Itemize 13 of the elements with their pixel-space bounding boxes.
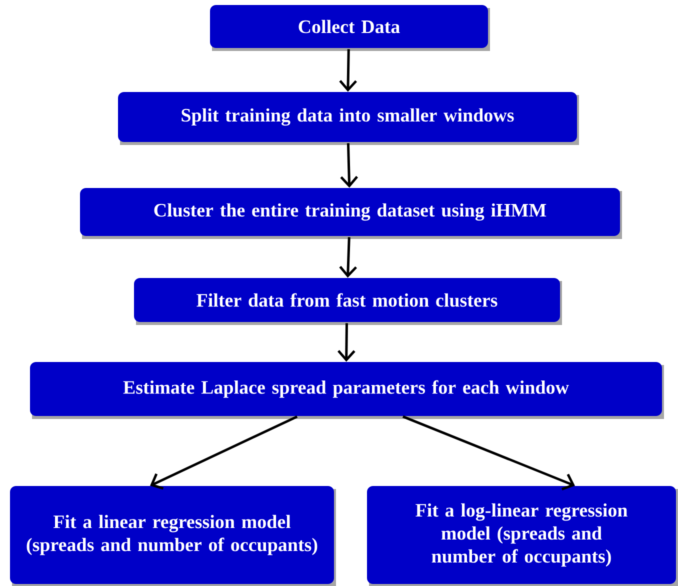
arrow (340, 143, 358, 188)
arrow (150, 415, 298, 490)
process-box: Filter data from fast motion clusters (134, 278, 562, 325)
process-box: Fit a linear regression model (spreads and number of occupants) (10, 486, 336, 586)
arrow (402, 415, 575, 490)
process-box: Collect Data (210, 5, 490, 51)
process-box: Split training data into smaller windows (118, 92, 579, 145)
arrow (339, 49, 358, 92)
process-box: Cluster the entire training dataset using iHMM (80, 188, 622, 239)
arrow (337, 323, 356, 362)
process-box: Fit a log-linear regression model (spreads and number of occupants) (367, 486, 678, 586)
process-box: Estimate Laplace spread parameters for each window (30, 362, 664, 419)
arrow (339, 237, 358, 278)
